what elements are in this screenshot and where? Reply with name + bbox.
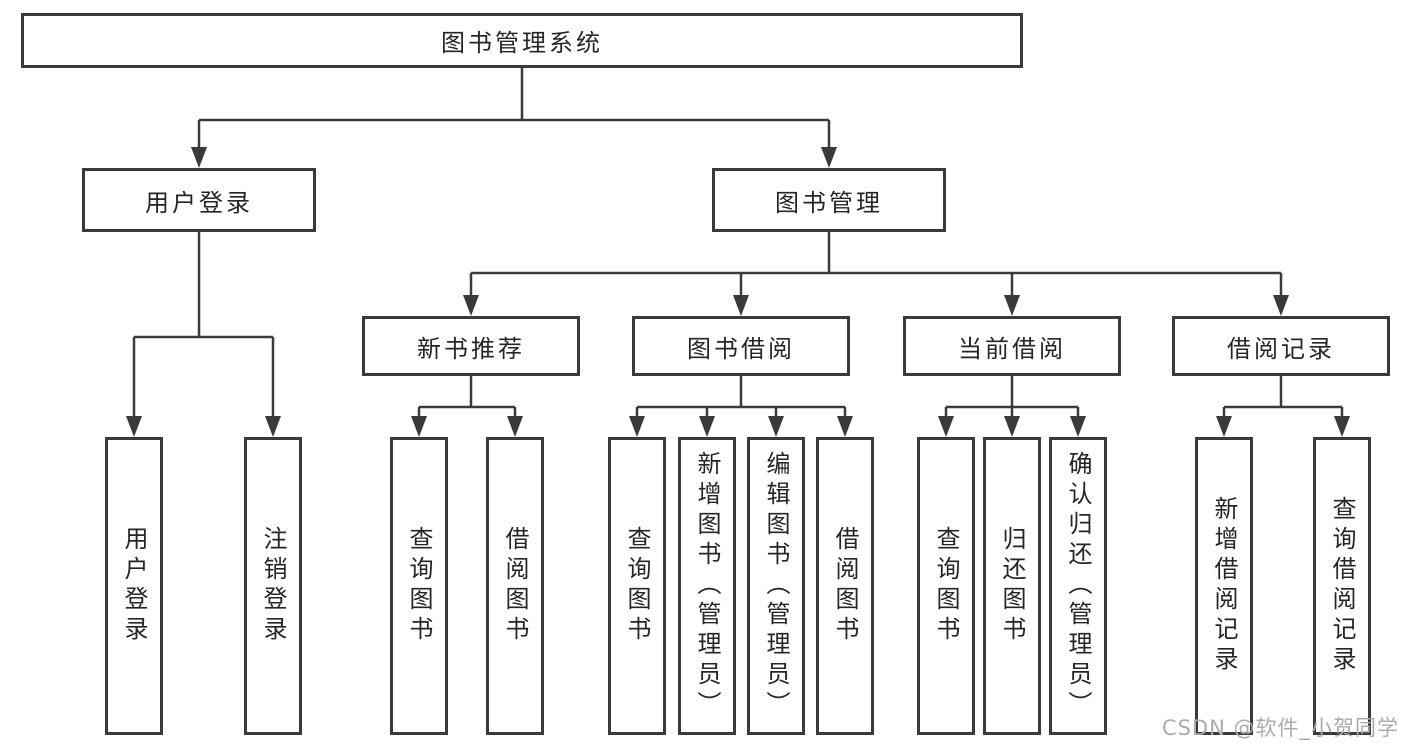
leaf-confirm-return-admin: 确认归还（管理员） [1049,437,1107,735]
leaf-label: 借阅图书 [831,526,859,646]
node-current-borrow: 当前借阅 [903,316,1121,376]
leaf-label: 查询图书 [405,526,433,646]
leaf-query-books-recommend: 查询图书 [390,437,448,735]
node-label: 当前借阅 [958,334,1066,363]
leaf-label: 编辑图书（管理员） [762,451,790,721]
leaf-return-book: 归还图书 [983,437,1041,735]
node-label: 借阅记录 [1227,334,1335,363]
leaf-label: 查询借阅记录 [1328,496,1356,676]
leaf-logout: 注销登录 [244,437,302,735]
leaf-label: 新增借阅记录 [1210,496,1238,676]
leaf-label: 借阅图书 [501,526,529,646]
node-label: 图书管理系统 [441,29,603,57]
leaf-add-borrow-record: 新增借阅记录 [1195,437,1253,735]
leaf-label: 归还图书 [998,526,1026,646]
leaf-query-books-current: 查询图书 [917,437,975,735]
csdn-watermark: CSDN @软件_小贺同学 [1161,716,1399,740]
leaf-label: 查询图书 [932,526,960,646]
leaf-query-books-borrow: 查询图书 [608,437,666,735]
node-library-management-system: 图书管理系统 [21,13,1023,68]
leaf-label: 注销登录 [259,526,287,646]
leaf-add-book-admin: 新增图书（管理员） [678,437,736,735]
leaf-edit-book-admin: 编辑图书（管理员） [747,437,805,735]
leaf-label: 查询图书 [623,526,651,646]
leaf-borrow-books: 借阅图书 [816,437,874,735]
leaf-query-borrow-record: 查询借阅记录 [1313,437,1371,735]
node-new-book-recommend: 新书推荐 [362,316,580,376]
leaf-borrow-books-recommend: 借阅图书 [486,437,544,735]
leaf-user-login: 用户登录 [105,437,163,735]
node-label: 用户登录 [145,188,253,217]
node-label: 图书借阅 [687,334,795,363]
leaf-label: 用户登录 [120,526,148,646]
node-user-login: 用户登录 [82,168,316,232]
leaf-label: 确认归还（管理员） [1064,451,1092,721]
node-book-borrow: 图书借阅 [632,316,850,376]
node-label: 新书推荐 [417,334,525,363]
leaf-label: 新增图书（管理员） [693,451,721,721]
node-borrow-records: 借阅记录 [1172,316,1390,376]
node-book-management: 图书管理 [712,168,946,232]
node-label: 图书管理 [775,188,883,217]
